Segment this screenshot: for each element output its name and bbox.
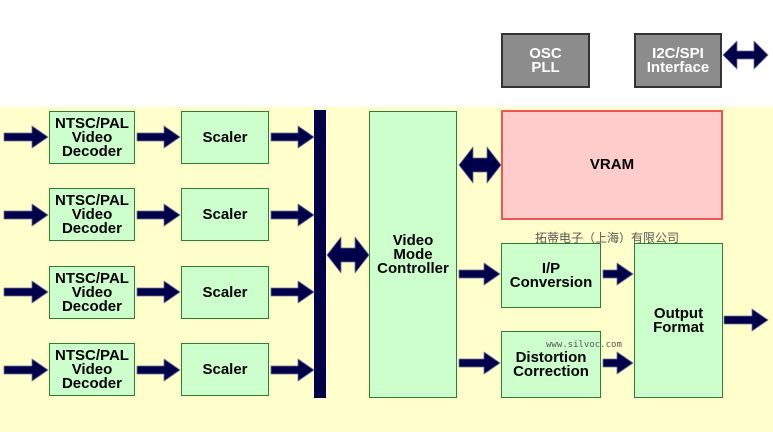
i2c-spi-interface-block: I2C/SPI Interface — [634, 33, 722, 88]
scaler-block-1: Scaler — [181, 111, 269, 164]
video-mode-controller-block: Video Mode Controller — [369, 111, 457, 398]
distortion-correction-block: Distortion Correction — [501, 331, 601, 398]
decoder-to-scaler-arrow-4 — [136, 358, 181, 382]
scaler-label-4: Scaler — [202, 360, 248, 378]
scaler-label-3: Scaler — [202, 283, 248, 301]
input-arrow-3 — [3, 280, 49, 304]
decoder-block-2: NTSC/PAL Video Decoder — [49, 188, 135, 241]
scaler-to-bus-arrow-2 — [270, 203, 315, 227]
watermark-url: www.silvoc.com — [546, 340, 622, 350]
osc-pll-label: OSC PLL — [529, 44, 562, 76]
controller-to-ip-arrow — [458, 262, 501, 286]
output-format-label: Output Format — [653, 304, 704, 336]
controller-vram-double-arrow — [458, 146, 502, 184]
scaler-block-2: Scaler — [181, 188, 269, 241]
decoder-block-3: NTSC/PAL Video Decoder — [49, 266, 135, 319]
video-mode-controller-label: Video Mode Controller — [377, 231, 449, 277]
scaler-block-3: Scaler — [181, 266, 269, 319]
scaler-to-bus-arrow-4 — [270, 358, 315, 382]
ip-conversion-label: I/P Conversion — [509, 259, 593, 291]
decoder-label-2: NTSC/PAL Video Decoder — [55, 191, 129, 237]
distortion-to-output-arrow — [602, 351, 634, 375]
input-arrow-1 — [3, 125, 49, 149]
ip-conversion-block: I/P Conversion — [501, 243, 601, 308]
bus-controller-double-arrow — [326, 236, 370, 274]
decoder-label-4: NTSC/PAL Video Decoder — [55, 346, 129, 392]
i2c-external-double-arrow — [722, 40, 769, 70]
decoder-label-1: NTSC/PAL Video Decoder — [55, 114, 129, 160]
decoder-to-scaler-arrow-1 — [136, 125, 181, 149]
vram-label: VRAM — [589, 156, 635, 173]
osc-pll-block: OSC PLL — [501, 33, 590, 88]
output-external-arrow — [723, 308, 769, 332]
decoder-block-4: NTSC/PAL Video Decoder — [49, 343, 135, 396]
input-arrow-4 — [3, 358, 49, 382]
distortion-correction-label: Distortion Correction — [513, 348, 589, 380]
scaler-block-4: Scaler — [181, 343, 269, 396]
scaler-label-2: Scaler — [202, 205, 248, 223]
decoder-block-1: NTSC/PAL Video Decoder — [49, 111, 135, 164]
decoder-to-scaler-arrow-3 — [136, 280, 181, 304]
watermark-company: 拓蒂电子（上海）有限公司 — [535, 231, 680, 245]
ip-to-output-arrow — [602, 262, 634, 286]
scaler-label-1: Scaler — [202, 128, 248, 146]
decoder-to-scaler-arrow-2 — [136, 203, 181, 227]
i2c-spi-label: I2C/SPI Interface — [646, 44, 710, 76]
input-arrow-2 — [3, 203, 49, 227]
scaler-to-bus-arrow-1 — [270, 125, 315, 149]
output-format-block: Output Format — [634, 243, 723, 398]
data-bus-bar — [314, 110, 326, 398]
vram-block: VRAM — [501, 110, 723, 220]
decoder-label-3: NTSC/PAL Video Decoder — [55, 269, 129, 315]
scaler-to-bus-arrow-3 — [270, 280, 315, 304]
controller-to-distortion-arrow — [458, 351, 501, 375]
